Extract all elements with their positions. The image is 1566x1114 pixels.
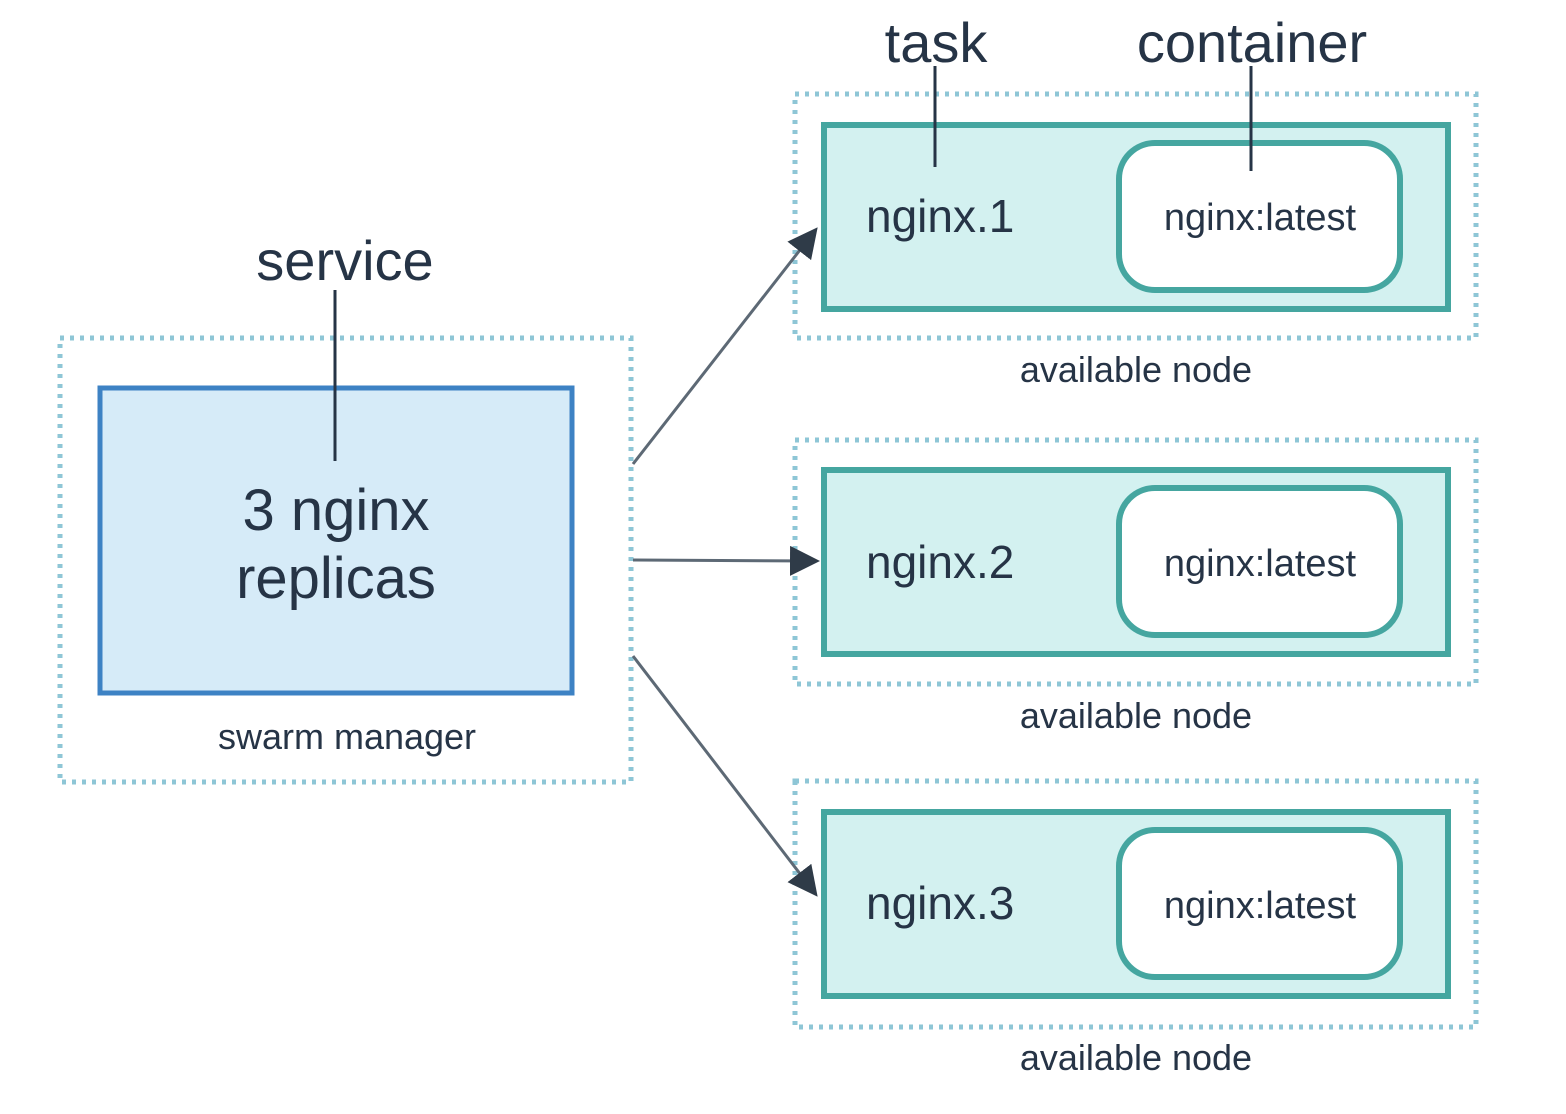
arrow-to-node-3 (631, 655, 818, 897)
container-box (1116, 485, 1403, 638)
service-callout-label: service (256, 229, 433, 292)
node-boundary (792, 437, 1479, 687)
node-caption: available node (1020, 1037, 1252, 1078)
node-caption: available node (1020, 695, 1252, 736)
container-box (1116, 140, 1403, 293)
available-node-2: nginx.2 nginx:latest available node (792, 437, 1479, 736)
swarm-manager: 3 nginx replicas swarm manager (57, 335, 634, 785)
arrow-to-node-2 (632, 545, 820, 576)
task-label: nginx.3 (866, 877, 1014, 929)
container-box (1116, 827, 1403, 980)
task-callout-label: task (885, 11, 989, 74)
node-caption: available node (1020, 349, 1252, 390)
available-node-1: nginx.1 nginx:latest available node (792, 91, 1479, 390)
container-label: nginx:latest (1164, 885, 1357, 927)
task-label: nginx.1 (866, 190, 1014, 242)
available-node-3: nginx.3 nginx:latest available node (792, 778, 1479, 1078)
swarm-manager-boundary (57, 335, 634, 785)
replicas-label-line1: 3 nginx (242, 478, 429, 543)
node-boundary (792, 91, 1479, 341)
replicas-label-line2: replicas (236, 546, 436, 611)
node-boundary (792, 778, 1479, 1030)
task-label: nginx.2 (866, 536, 1014, 588)
arrow-to-node-1 (631, 227, 818, 465)
swarm-manager-caption: swarm manager (218, 716, 476, 757)
container-label: nginx:latest (1164, 543, 1357, 585)
container-label: nginx:latest (1164, 197, 1357, 239)
container-callout-label: container (1137, 11, 1367, 74)
